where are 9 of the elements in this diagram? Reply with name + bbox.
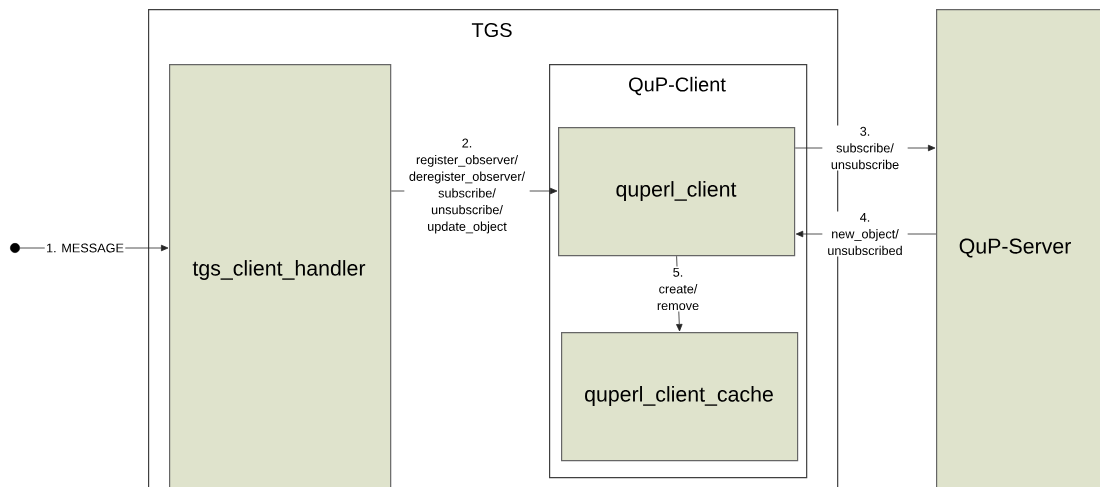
component-box: quperl_client (558, 127, 796, 257)
edge-label: 2. register_observer/ deregister_observer/ subscribe/ unsubscribe/ update_object (404, 137, 530, 235)
component-box: tgs_client_handler (169, 64, 392, 487)
edge-label: 4. new_object/ unsubscribed (822, 211, 908, 257)
server-box: QuP-Server (936, 9, 1100, 487)
edge-label: 1. MESSAGE (44, 242, 126, 254)
component-box: quperl_client_cache (561, 332, 799, 462)
edge-label: 5. create/ remove (648, 266, 708, 312)
edge-label: 3. subscribe/ unsubscribe (822, 125, 908, 171)
